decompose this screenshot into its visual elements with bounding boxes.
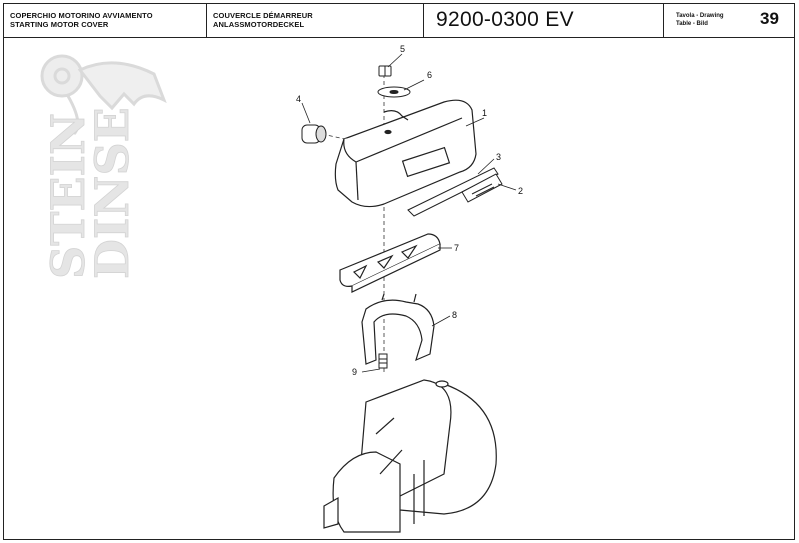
- callout-7: 7: [454, 243, 459, 253]
- part-code: 9200-0300 EV: [436, 8, 574, 31]
- callouts: 1 2 3 4 5 6 7 8 9: [296, 44, 523, 377]
- callout-2: 2: [518, 186, 523, 196]
- part-4-plug: [301, 124, 327, 144]
- title-english: STARTING MOTOR COVER: [10, 20, 109, 29]
- callout-5: 5: [400, 44, 405, 54]
- part-2-plate: [461, 173, 503, 203]
- callout-4: 4: [296, 94, 301, 104]
- title-cell-fr-de: COUVERCLE DÉMARREUR ANLASSMOTORDECKEL: [207, 4, 424, 37]
- callout-3: 3: [496, 152, 501, 162]
- starter-motor: [323, 379, 497, 533]
- part-6-washer: [377, 86, 411, 98]
- table-label-1: Tavola - Drawing: [676, 13, 724, 19]
- title-block: COPERCHIO MOTORINO AVVIAMENTO STARTING M…: [4, 4, 794, 38]
- part-code-cell: 9200-0300 EV: [424, 4, 664, 37]
- watermark: STEIN DINSE: [40, 54, 167, 279]
- part-3-gasket: [407, 167, 499, 217]
- part-9-bolt: [378, 353, 388, 369]
- title-german: ANLASSMOTORDECKEL: [213, 20, 305, 29]
- watermark-line-2: DINSE: [85, 107, 139, 279]
- table-cell: Tavola - Drawing Table - Bild 39: [664, 4, 794, 37]
- table-label-2: Table - Bild: [676, 21, 708, 27]
- watermark-line-1: STEIN: [41, 113, 95, 279]
- leader-lines: [301, 53, 517, 373]
- callout-6: 6: [427, 70, 432, 80]
- callout-8: 8: [452, 310, 457, 320]
- part-5-nut: [378, 65, 392, 77]
- title-cell-it-en: COPERCHIO MOTORINO AVVIAMENTO STARTING M…: [4, 4, 207, 37]
- drawing-sheet: COPERCHIO MOTORINO AVVIAMENTO STARTING M…: [3, 3, 795, 540]
- callout-1: 1: [482, 108, 487, 118]
- title-french: COUVERCLE DÉMARREUR: [213, 11, 313, 20]
- part-1-cover: [334, 99, 477, 208]
- part-7-bracket: [339, 233, 441, 293]
- watermark-key-logo: [40, 54, 167, 136]
- part-8-clamp: [361, 293, 435, 365]
- title-italian: COPERCHIO MOTORINO AVVIAMENTO: [10, 11, 153, 20]
- callout-9: 9: [352, 367, 357, 377]
- table-number: 39: [760, 9, 779, 28]
- exploded-diagram: STEIN DINSE: [40, 44, 523, 533]
